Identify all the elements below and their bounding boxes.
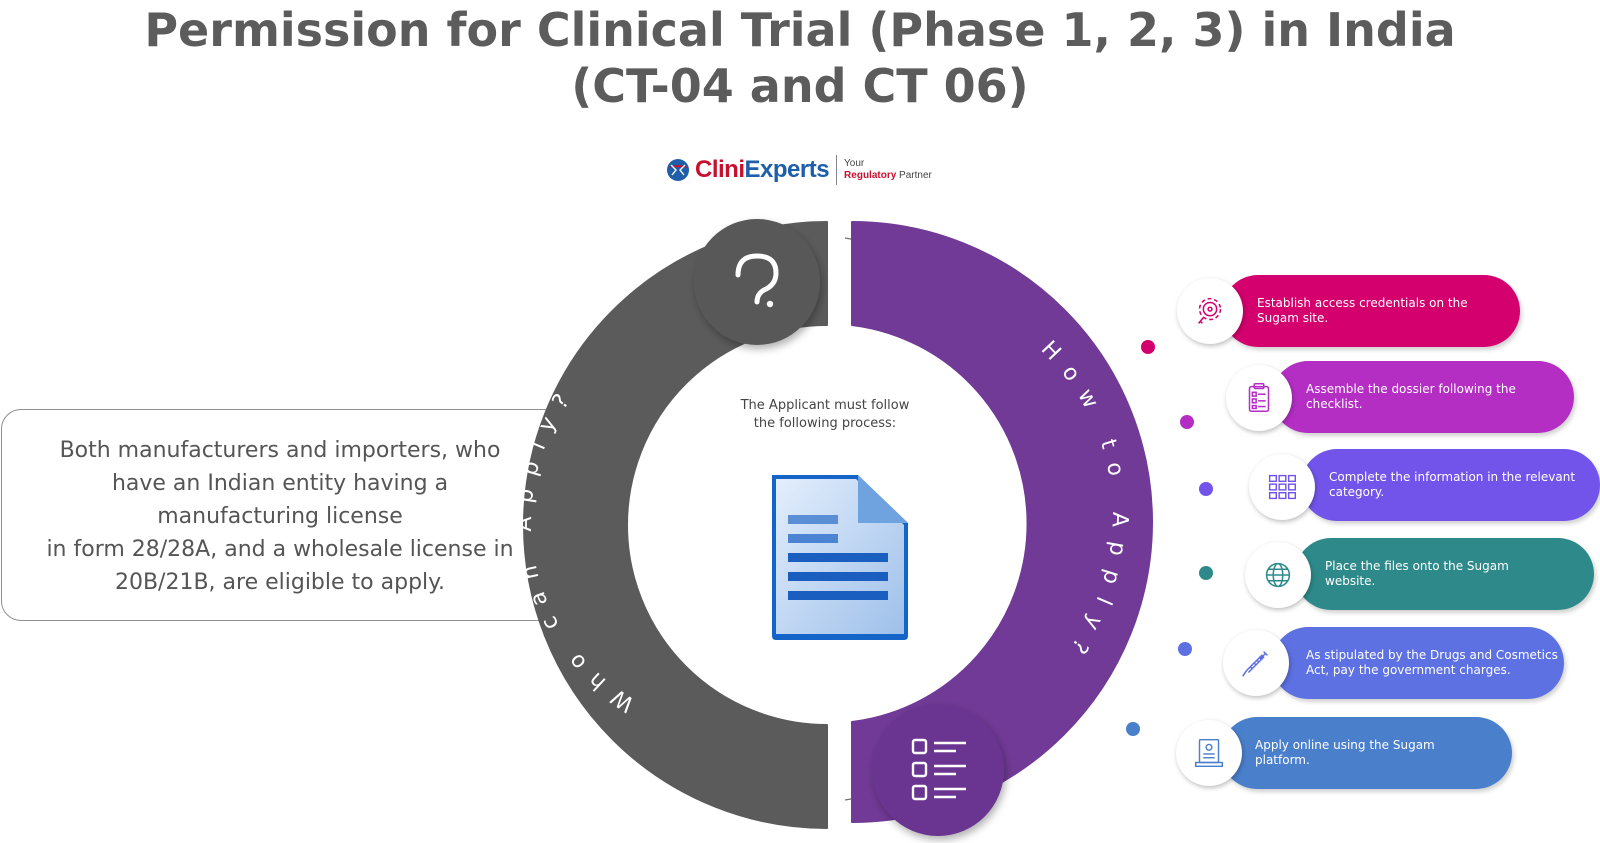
logo-brand-part1: Clini	[695, 156, 745, 183]
center-caption-line-2: the following process:	[753, 416, 897, 431]
connector-dot-3	[1199, 482, 1213, 496]
step-3-line-1: Complete the information in the relevant	[1329, 470, 1576, 484]
center-caption: The Applicant must follow the following …	[735, 397, 915, 433]
step-5-line-1: As stipulated by the Drugs and Cosmetics	[1306, 648, 1558, 662]
eligibility-line-4: in form 28/28A, and a wholesale license …	[46, 537, 514, 562]
logo-brand: CliniExperts	[695, 156, 830, 184]
step-2-line-2: checklist.	[1306, 397, 1363, 411]
page-title: Permission for Clinical Trial (Phase 1, …	[144, 3, 1456, 57]
online-document-icon	[1176, 720, 1242, 786]
eligibility-line-1: Both manufacturers and importers, who	[59, 438, 501, 463]
eligibility-description: Both manufacturers and importers, who ha…	[30, 434, 530, 599]
logo-tagline-bold: Regulatory	[844, 170, 897, 181]
checklist-circle	[872, 704, 1004, 836]
step-5-line-2: Act, pay the government charges.	[1306, 663, 1511, 677]
logo-tagline-rest: Partner	[896, 170, 932, 181]
logo-tagline-line1: Your	[844, 158, 865, 169]
globe-logo-icon	[667, 159, 689, 181]
connector-dots	[1126, 340, 1213, 736]
step-4-line-2: website.	[1325, 574, 1376, 588]
cliniexperts-logo: CliniExperts Your Regulatory Partner	[665, 152, 932, 188]
question-circle	[694, 219, 820, 345]
connector-dot-6	[1126, 722, 1140, 736]
connector-dot-4	[1199, 566, 1213, 580]
syringe-icon	[1223, 630, 1289, 696]
grid-icon	[1249, 454, 1315, 520]
eligibility-line-3: manufacturing license	[157, 504, 403, 529]
eligibility-box	[1, 409, 566, 621]
step-3-line-2: category.	[1329, 485, 1385, 499]
step-1-line-2: Sugam site.	[1257, 311, 1329, 325]
checklist-icon	[911, 738, 966, 801]
clipboard-checklist-icon	[1226, 365, 1292, 431]
connector-dot-2	[1180, 415, 1194, 429]
center-caption-line-1: The Applicant must follow	[740, 398, 910, 413]
logo-tagline: Your Regulatory Partner	[844, 158, 932, 182]
logo-brand-part2: Experts	[744, 156, 830, 183]
page-subtitle: (CT-04 and CT 06)	[571, 59, 1029, 113]
step-2-line-1: Assemble the dossier following the	[1306, 382, 1516, 396]
step-5: As stipulated by the Drugs and Cosmetics…	[1272, 627, 1564, 699]
who-can-apply-arc	[523, 221, 828, 829]
question-mark-icon	[735, 253, 779, 308]
document-icon	[772, 475, 908, 640]
connector-dot-5	[1178, 642, 1192, 656]
logo-divider	[836, 155, 838, 185]
globe-icon	[1245, 542, 1311, 608]
step-1-line-1: Establish access credentials on the	[1257, 296, 1468, 310]
eligibility-line-5: 20B/21B, are eligible to apply.	[114, 570, 446, 595]
step-4-line-1: Place the files onto the Sugam	[1325, 559, 1509, 573]
gear-key-icon	[1177, 278, 1243, 344]
step-3: Complete the information in the relevant…	[1301, 449, 1600, 521]
eligibility-line-2: have an Indian entity having a	[111, 471, 449, 496]
step-6-line-2: platform.	[1255, 753, 1310, 767]
connector-dot-1	[1141, 340, 1155, 354]
step-6-line-1: Apply online using the Sugam	[1255, 738, 1435, 752]
